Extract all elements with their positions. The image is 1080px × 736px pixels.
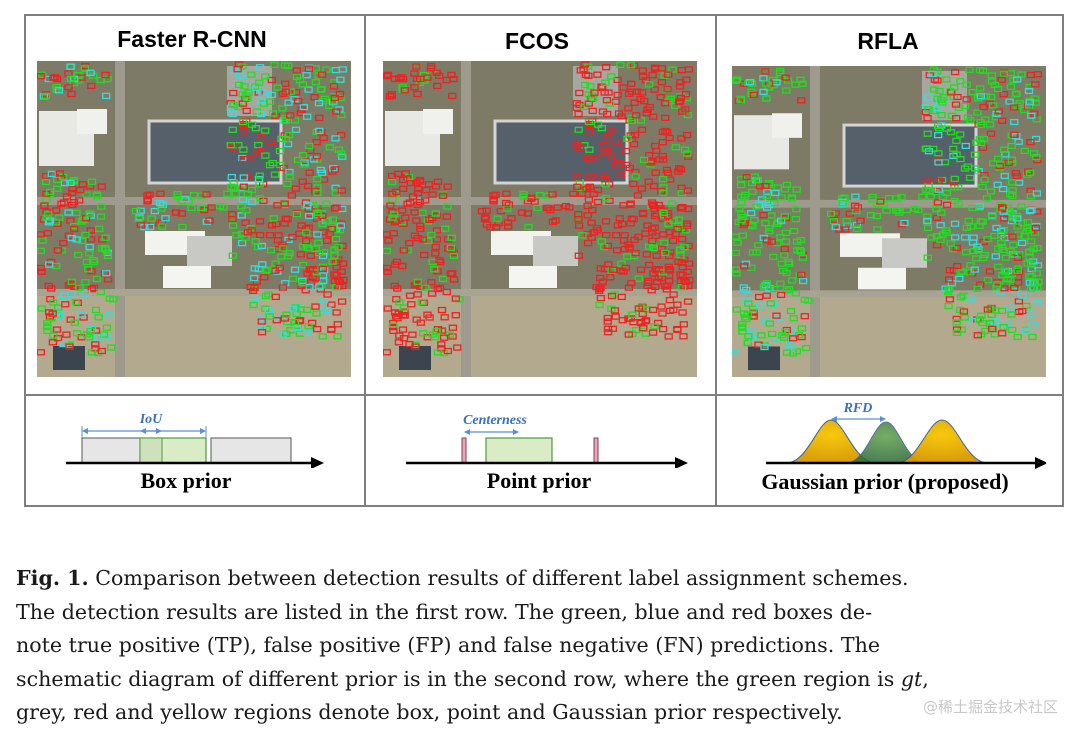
centerness-label: Centerness: [463, 413, 527, 428]
prior-label-box: Box prior: [140, 468, 232, 493]
panel-title-faster-rcnn: Faster R-CNN: [117, 26, 267, 52]
iou-label: IoU: [139, 412, 163, 427]
figure-caption: Fig. 1. Comparison between detection res…: [16, 562, 1070, 730]
axis-arrowhead: [311, 457, 324, 468]
caption-text: schematic diagram of different prior is …: [16, 666, 901, 691]
caption-text: The detection results are listed in the …: [16, 599, 873, 624]
point-prior-diagram: Centerness: [406, 413, 688, 468]
caption-text: note true positive (TP), false positive …: [16, 633, 881, 658]
column-divider: [364, 16, 366, 505]
gaussian-prior-curve: [895, 419, 989, 464]
point-prior-mark: [593, 437, 599, 464]
prior-label-point: Point prior: [486, 468, 592, 493]
row-divider: [26, 394, 1062, 396]
detection-image-fcos: [383, 61, 697, 377]
caption-text: Comparison between detection results of …: [95, 566, 909, 590]
caption-text: grey, red and yellow regions denote box,…: [16, 700, 843, 725]
figure-panel: Faster R-CNN FCOS RFLA IoU Box prior Cen…: [24, 14, 1064, 507]
point-prior-mark: [461, 437, 467, 464]
watermark: @稀土掘金技术社区: [922, 698, 1058, 716]
detection-image-rfla: [732, 66, 1046, 377]
rfd-label: RFD: [843, 401, 873, 416]
caption-figure-number: Fig. 1.: [16, 566, 89, 590]
axis-arrowhead: [675, 457, 688, 468]
panel-title-fcos: FCOS: [505, 28, 569, 54]
box-prior-rect: [210, 437, 292, 464]
panel-title-rfla: RFLA: [857, 28, 919, 54]
caption-text: ,: [922, 666, 929, 691]
box-prior-diagram: IoU: [66, 412, 324, 468]
gaussian-prior-diagram: RFD: [766, 401, 1046, 469]
caption-gt-symbol: gt: [900, 666, 923, 691]
gt-box-rect: [485, 437, 553, 464]
column-divider: [715, 16, 717, 505]
axis-arrowhead: [1035, 457, 1046, 469]
overlap-rect: [139, 437, 163, 464]
prior-label-gaussian: Gaussian prior (proposed): [761, 469, 1009, 494]
detection-image-faster-rcnn: [37, 61, 351, 377]
